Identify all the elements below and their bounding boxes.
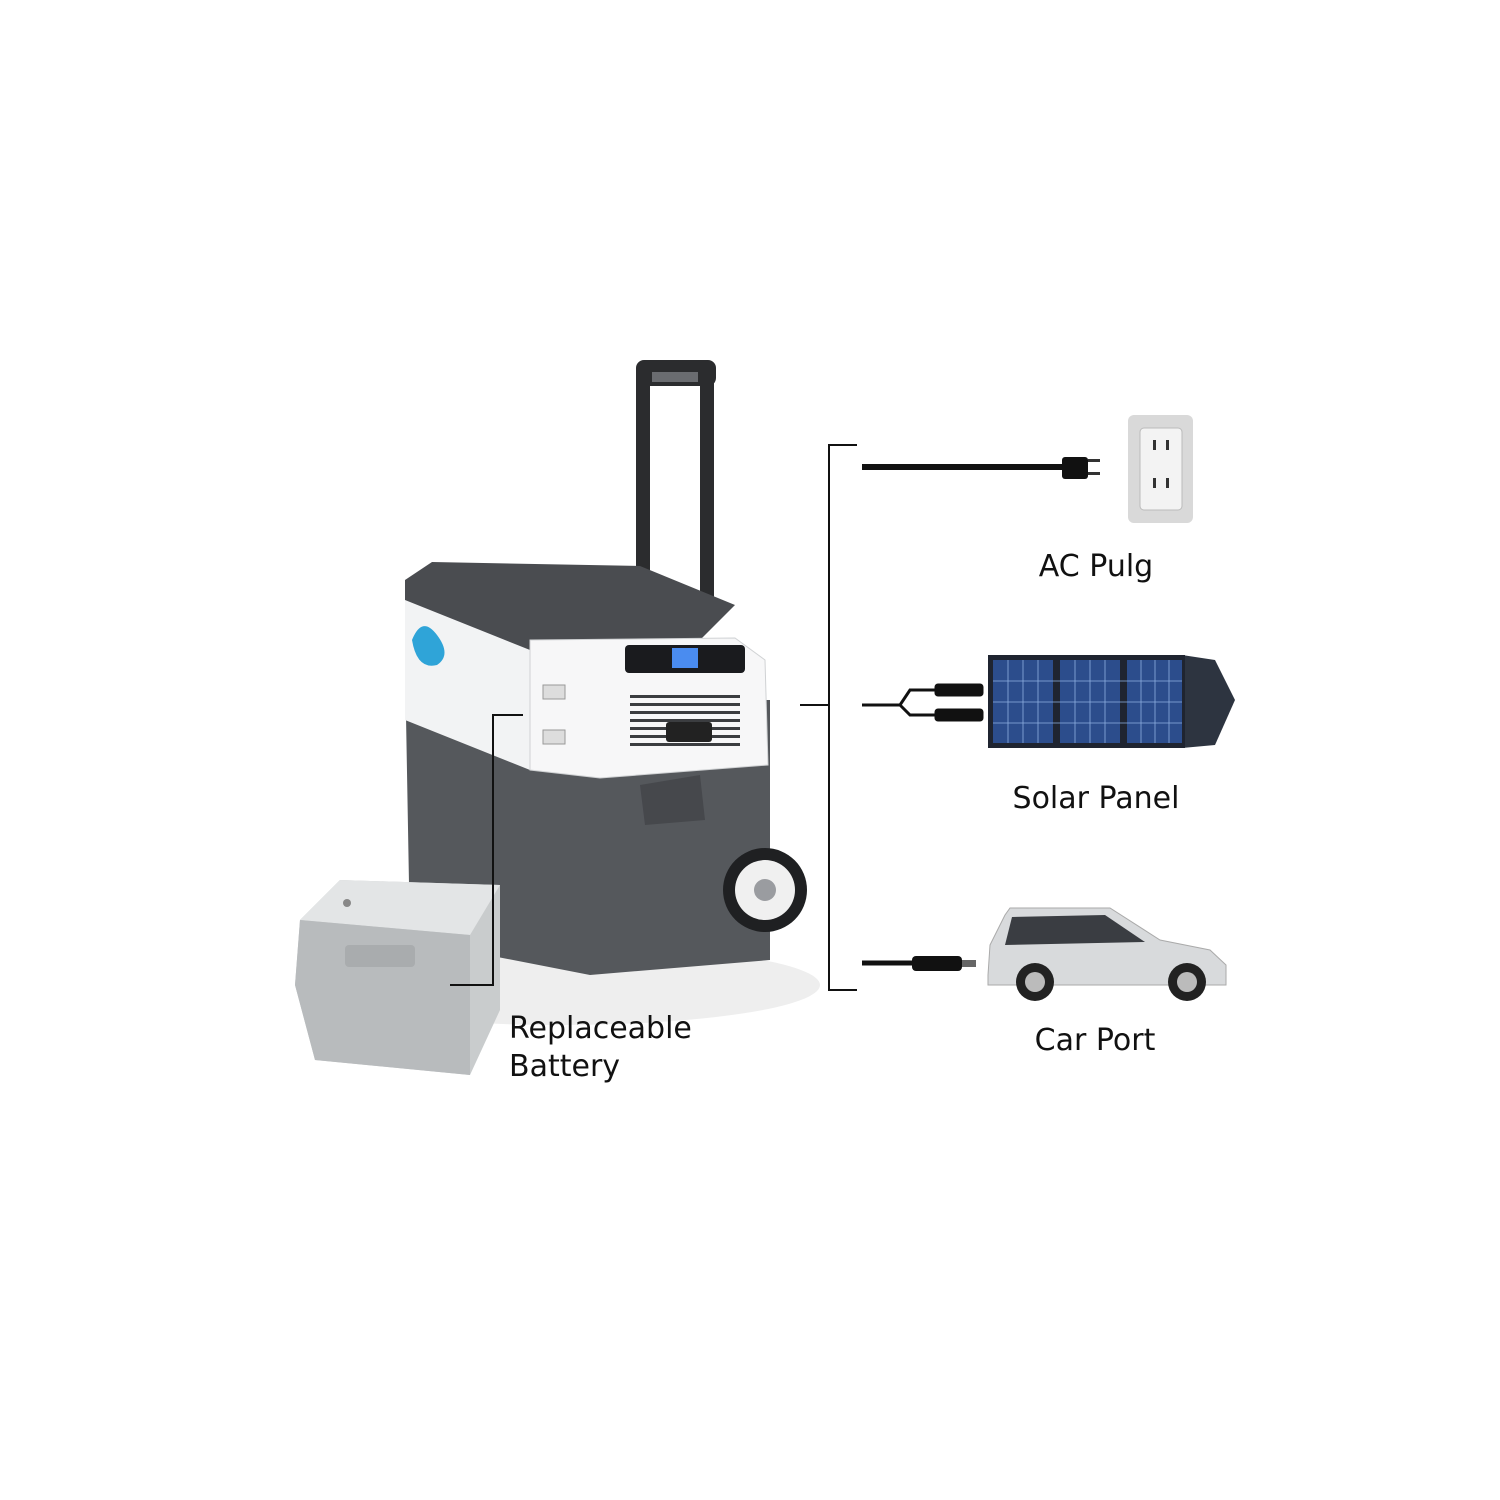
trolley-handle xyxy=(636,360,716,610)
label-car-port: Car Port xyxy=(1034,1023,1156,1058)
label-battery-line1: Replaceable xyxy=(509,1011,692,1046)
battery-callout-line xyxy=(450,714,523,986)
battery-image xyxy=(295,880,500,1075)
lcd-display xyxy=(672,648,698,668)
car-charger-plug-icon xyxy=(862,956,976,971)
car-icon xyxy=(987,907,1227,1001)
solar-panel-icon xyxy=(988,655,1235,748)
power-sources-bracket xyxy=(800,444,857,991)
solar-connector-icon xyxy=(862,683,984,722)
label-ac-plug: AC Pulg xyxy=(1038,549,1154,584)
ac-plug-icon xyxy=(862,457,1100,479)
logo-mark xyxy=(412,626,445,666)
wall-outlet-icon xyxy=(1128,415,1193,523)
label-solar-panel: Solar Panel xyxy=(1012,781,1180,816)
cooler-image xyxy=(405,562,807,975)
label-battery-line2: Battery xyxy=(509,1049,621,1084)
